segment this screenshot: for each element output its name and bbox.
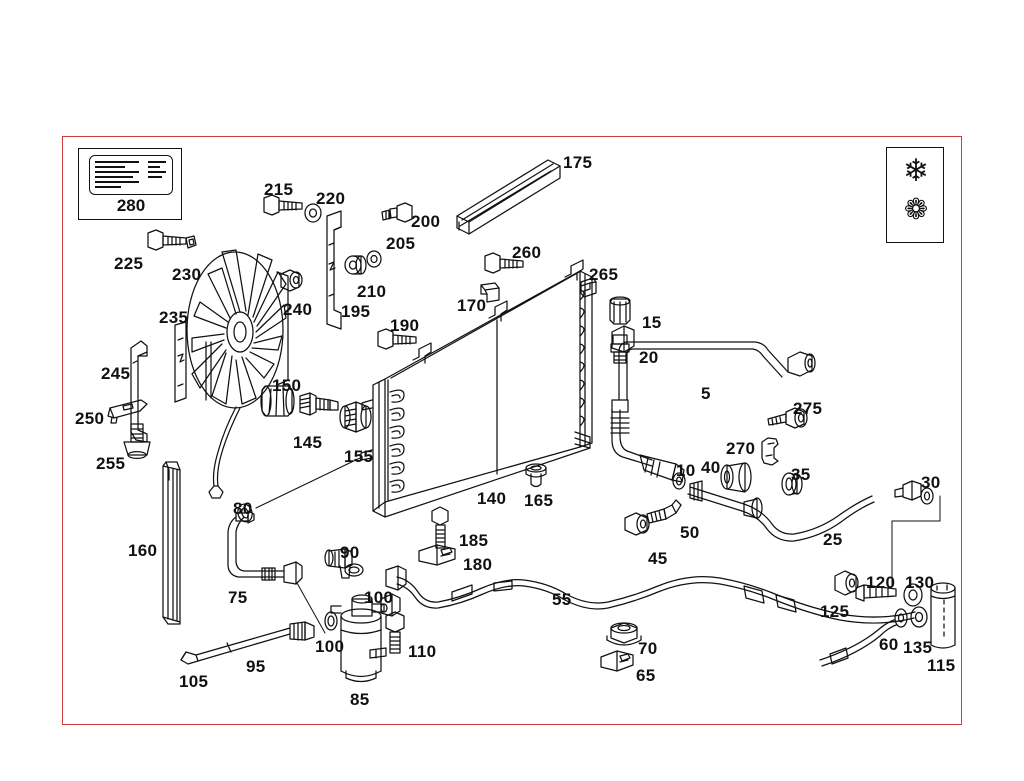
callout-220: 220 (316, 189, 346, 208)
callout-45: 45 (648, 549, 668, 568)
diagram-frame (62, 136, 962, 725)
callout-10: 10 (676, 461, 696, 480)
callout-125: 125 (820, 602, 850, 621)
callout-275: 275 (793, 399, 823, 418)
callout-15: 15 (642, 313, 662, 332)
callout-215: 215 (264, 180, 294, 199)
identification-plate (89, 155, 173, 195)
callout-5: 5 (701, 384, 711, 403)
identification-label-box: 280 (78, 148, 182, 220)
callout-60: 60 (879, 635, 899, 654)
callout-260: 260 (512, 243, 542, 262)
callout-200: 200 (411, 212, 441, 231)
callout-165: 165 (524, 491, 554, 510)
callout-135: 135 (903, 638, 933, 657)
callout-250: 250 (75, 409, 105, 428)
callout-270: 270 (726, 439, 756, 458)
callout-240: 240 (283, 300, 313, 319)
callout-230: 230 (172, 265, 202, 284)
callout-35: 35 (791, 465, 811, 484)
callout-235: 235 (159, 308, 189, 327)
callout-90: 90 (340, 543, 360, 562)
callout-100b: 100 (315, 637, 345, 656)
callout-155: 155 (344, 447, 374, 466)
callout-70: 70 (638, 639, 658, 658)
callout-245: 245 (101, 364, 131, 383)
callout-145: 145 (293, 433, 323, 452)
callout-195: 195 (341, 302, 371, 321)
callout-30: 30 (921, 473, 941, 492)
callout-280: 280 (116, 196, 146, 215)
callout-110: 110 (408, 642, 437, 661)
callout-175: 175 (563, 153, 593, 172)
callout-225: 225 (114, 254, 144, 273)
callout-100a: 100 (364, 588, 394, 607)
callout-55: 55 (552, 590, 572, 609)
callout-85: 85 (350, 690, 370, 709)
callout-120: 120 (866, 573, 896, 592)
callout-255: 255 (96, 454, 126, 473)
callout-105: 105 (179, 672, 209, 691)
callout-75: 75 (228, 588, 248, 607)
callout-205: 205 (386, 234, 416, 253)
callout-20: 20 (639, 348, 659, 367)
callout-40: 40 (701, 458, 721, 477)
callout-65: 65 (636, 666, 656, 685)
callout-185: 185 (459, 531, 489, 550)
callout-160: 160 (128, 541, 158, 560)
plate-text-lines-left (95, 161, 143, 191)
callout-95: 95 (246, 657, 266, 676)
callout-80: 80 (233, 499, 253, 518)
callout-190: 190 (390, 316, 420, 335)
callout-115: 115 (927, 656, 956, 675)
callout-265: 265 (589, 265, 619, 284)
callout-180: 180 (463, 555, 493, 574)
snowflake-icon: ❄ (903, 153, 929, 188)
callout-170: 170 (457, 296, 487, 315)
callout-50: 50 (680, 523, 700, 542)
fan-icon: ❁ (903, 194, 929, 226)
ac-symbol-box: ❄ ❁ (886, 147, 944, 243)
callout-140: 140 (477, 489, 507, 508)
callout-25: 25 (823, 530, 843, 549)
callout-130: 130 (905, 573, 935, 592)
callout-150: 150 (272, 376, 302, 395)
plate-text-lines-right (148, 161, 168, 181)
callout-210: 210 (357, 282, 387, 301)
